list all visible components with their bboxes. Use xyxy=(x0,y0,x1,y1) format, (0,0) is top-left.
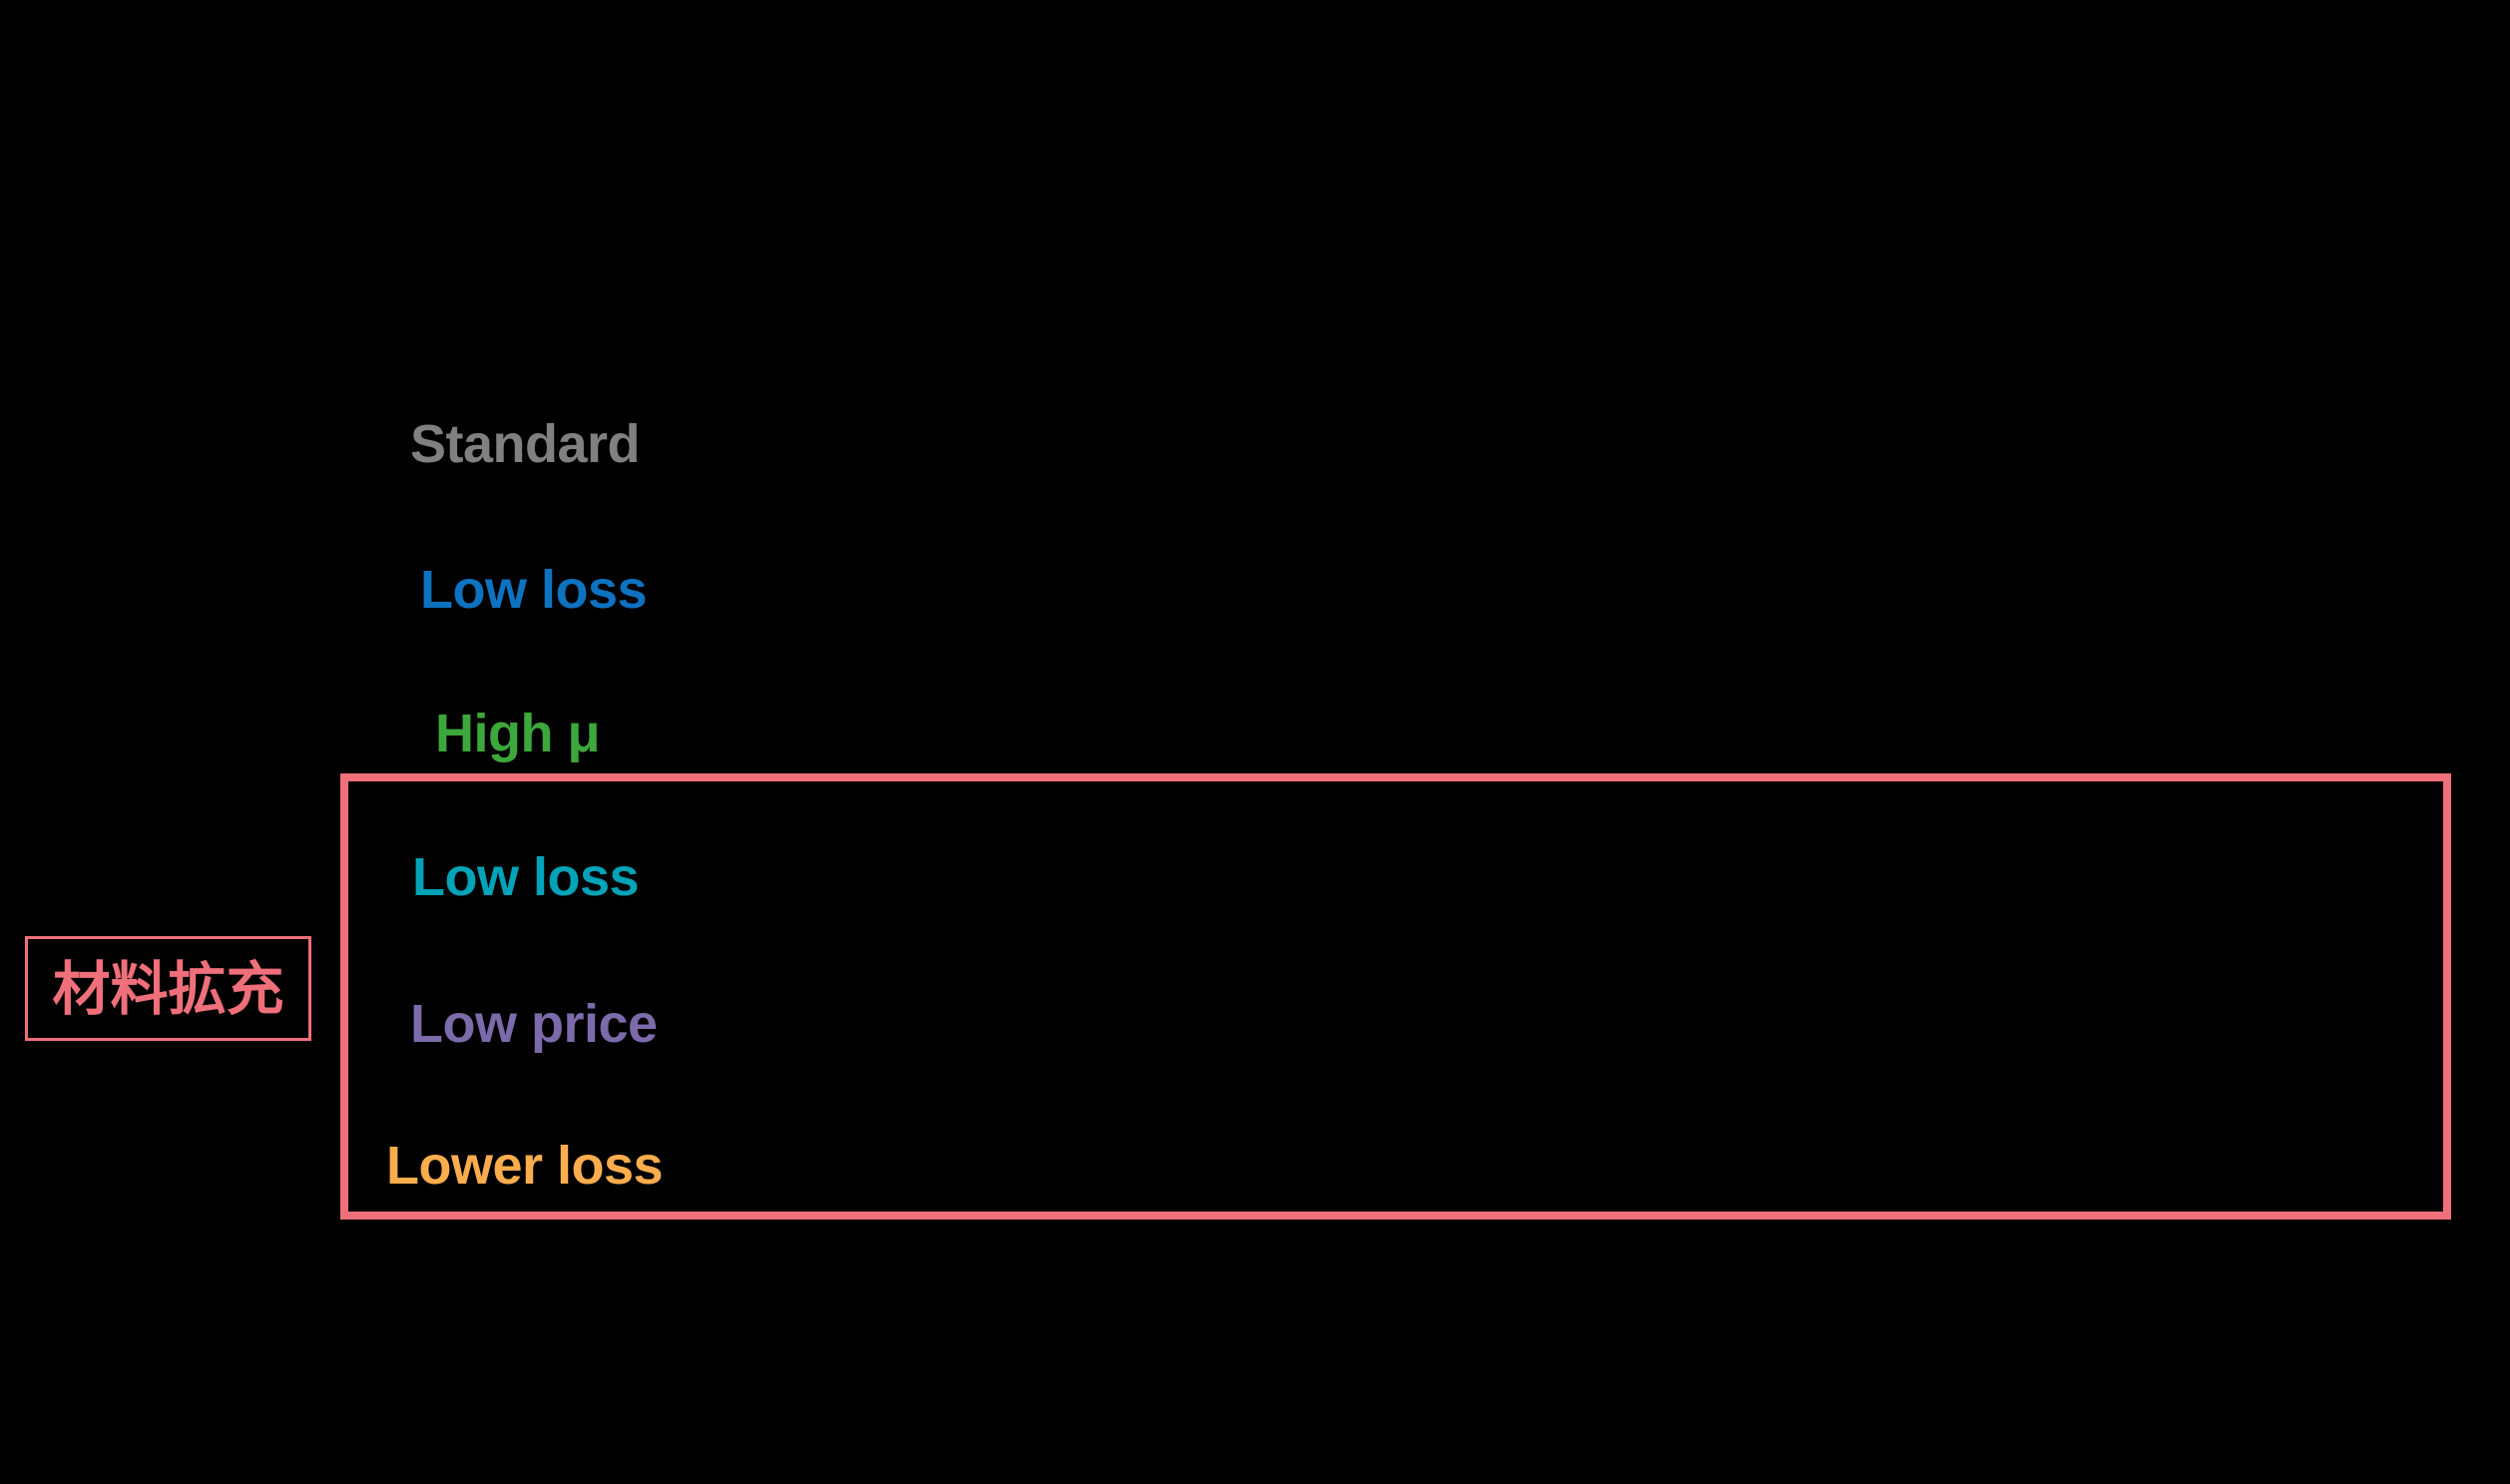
tier-label-high-mu: High μ xyxy=(435,704,601,763)
callout-material-expansion: 材料拡充 xyxy=(25,936,311,1041)
tier-label-low-loss-teal: Low loss xyxy=(412,847,640,907)
highlight-rectangle xyxy=(340,773,2451,1220)
callout-material-expansion-label: 材料拡充 xyxy=(52,954,284,1023)
tier-label-low-loss-blue: Low loss xyxy=(420,560,648,620)
tier-label-lower-loss: Lower loss xyxy=(386,1136,664,1196)
tier-label-standard: Standard xyxy=(410,414,641,474)
tier-label-low-price: Low price xyxy=(410,994,658,1054)
